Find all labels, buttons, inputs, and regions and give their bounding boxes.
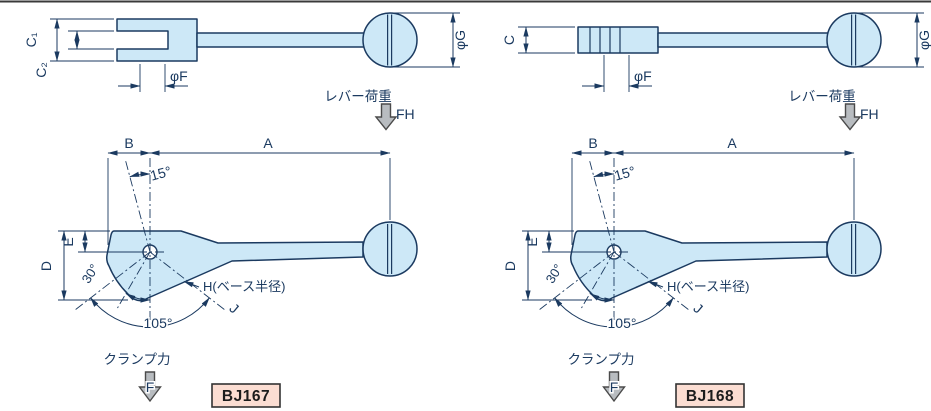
angle-30-label: 30° [543, 261, 566, 286]
ball-knob-side [362, 221, 418, 277]
dim-angle-15: 15° [593, 163, 637, 184]
dim-j-label: J [690, 300, 706, 317]
dim-c2-label: C₂ [33, 62, 49, 78]
clamp-force-annotation: クランプ力 F [567, 352, 635, 403]
dim-e-label: E [60, 237, 76, 246]
angle-105-label: 105° [144, 315, 173, 331]
bj167-side-view: B A 15° 30° E D [38, 135, 418, 333]
dim-phi-f-label: φF [170, 68, 188, 84]
angle-15-label: 15° [612, 163, 637, 184]
bj167-top-view: C₁ C₂ φF φG [23, 12, 468, 92]
dim-phi-f: φF [118, 64, 188, 92]
base-radius-callout: H(ベース半径) [647, 278, 751, 296]
bj168-top-view: C φF φG [501, 12, 931, 92]
dim-a-label: A [727, 135, 737, 151]
dim-e-label: E [524, 237, 540, 246]
angle-15-label: 15° [148, 163, 173, 184]
ball-knob [362, 12, 418, 68]
angle-30-label: 30° [79, 261, 102, 286]
fork-end [116, 18, 198, 62]
ball-knob [826, 12, 882, 68]
dim-c-label: C [501, 35, 517, 45]
dim-phi-g-label: φG [916, 30, 931, 50]
ball-knob-side [826, 221, 882, 277]
clamp-force-label: クランプ力 [567, 352, 634, 367]
dim-angle-105: 105° [554, 297, 674, 333]
ball-seam-lines [851, 14, 857, 66]
dim-j: J [226, 300, 242, 317]
ball-seam-lines [387, 14, 393, 66]
dim-d-label: D [502, 261, 518, 271]
lever-load-symbol: FH [396, 106, 415, 122]
dim-phi-f-label: φF [634, 68, 652, 84]
part-number-text: BJ167 [222, 388, 270, 405]
dim-a-b: B A [571, 135, 855, 245]
dim-b-label: B [588, 135, 597, 151]
base-radius-label: H(ベース半径) [667, 279, 749, 294]
bj168-view: C φF φG レバー荷重 FH [501, 12, 931, 408]
force-down-arrow-icon [138, 371, 162, 403]
dim-b-label: B [124, 135, 133, 151]
handle-shaft [657, 32, 829, 48]
dim-c1: C₁ [23, 18, 114, 62]
thread-lines [589, 27, 621, 53]
dim-angle-15: 15° [129, 163, 173, 184]
dim-phi-f: φF [582, 55, 652, 92]
dim-phi-g: φG [394, 12, 468, 68]
handle-shaft [196, 32, 365, 48]
dim-phi-g: φG [858, 12, 931, 68]
clamp-force-annotation: クランプ力 F [103, 352, 171, 403]
ball-seam-lines-side [851, 224, 857, 274]
dim-a-label: A [263, 135, 273, 151]
base-radius-callout: H(ベース半径) [183, 278, 287, 296]
base-radius-label: H(ベース半径) [203, 279, 285, 294]
dim-angle-105: 105° [90, 297, 210, 333]
dim-e: E [522, 230, 604, 253]
clamp-force-symbol: F [146, 379, 155, 395]
dim-phi-g-label: φG [452, 30, 468, 50]
load-down-arrow-icon [374, 103, 398, 131]
lever-load-symbol: FH [860, 106, 879, 122]
dim-j: J [690, 300, 706, 317]
part-number-text: BJ168 [686, 388, 734, 405]
dim-d-label: D [38, 261, 54, 271]
dim-c: C [501, 26, 575, 54]
lever-load-annotation: レバー荷重 FH [324, 89, 415, 131]
dim-e: E [58, 230, 140, 253]
bj168-side-view: B A 15° 30° E D [502, 135, 882, 333]
dim-j-label: J [226, 300, 242, 317]
part-number-badge: BJ168 [675, 383, 745, 408]
ball-seam-lines-side [387, 224, 393, 274]
lever-load-label: レバー荷重 [788, 89, 856, 104]
part-number-badge: BJ167 [211, 383, 281, 408]
clamp-force-symbol: F [610, 379, 619, 395]
load-down-arrow-icon [838, 103, 862, 131]
bj167-view: C₁ C₂ φF φG レバー [23, 12, 468, 408]
angle-105-label: 105° [608, 315, 637, 331]
dim-c1-label: C₁ [23, 32, 39, 47]
dim-c2: C₂ [33, 30, 114, 78]
lever-load-label: レバー荷重 [324, 89, 392, 104]
dim-a-b: B A [107, 135, 391, 245]
lever-load-annotation: レバー荷重 FH [788, 89, 879, 131]
clamp-force-label: クランプ力 [103, 352, 170, 367]
force-down-arrow-icon [602, 371, 626, 403]
